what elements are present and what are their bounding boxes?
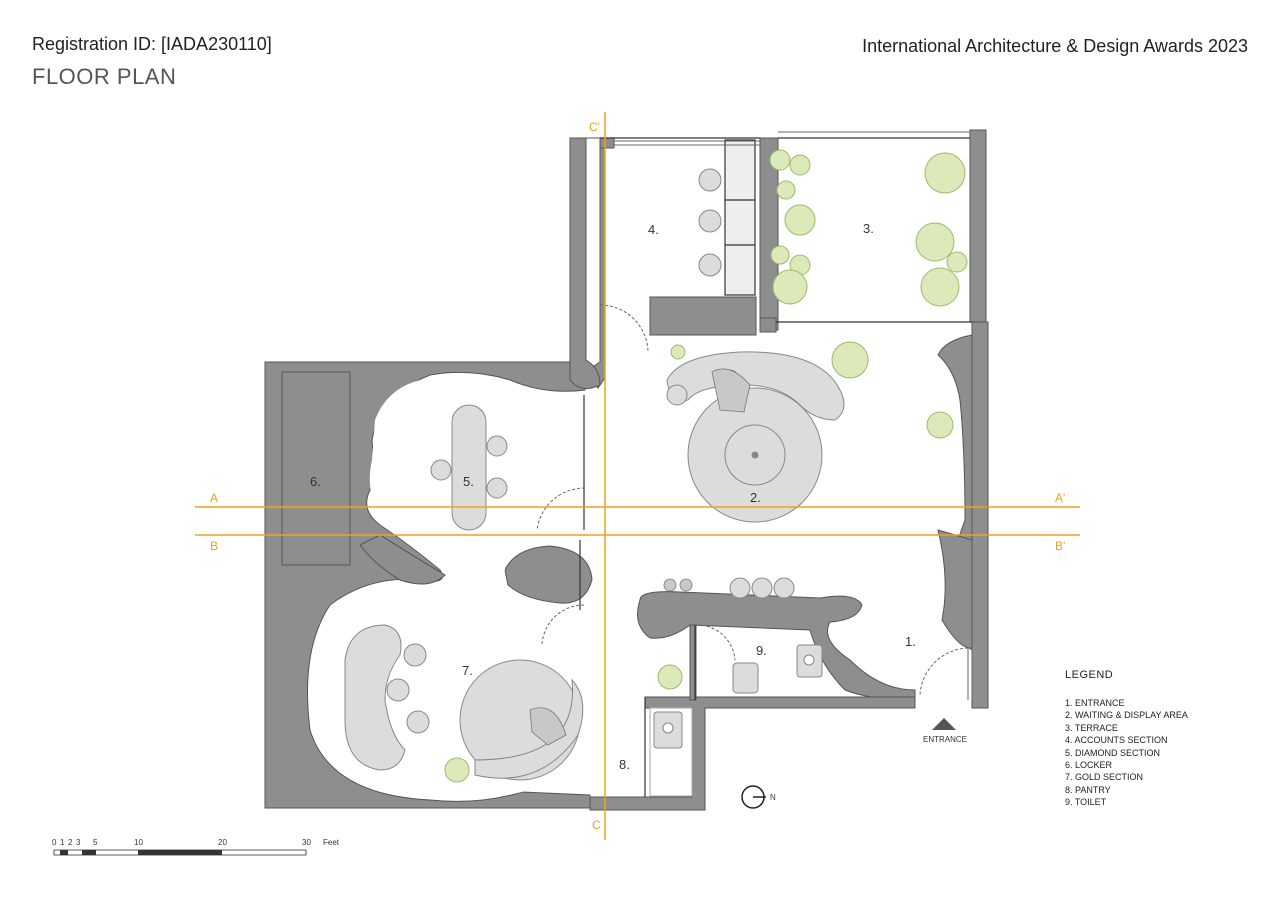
scale-tick-30: 30	[302, 838, 311, 847]
scale-tick-3: 3	[76, 838, 81, 847]
scale-tick-0: 0	[52, 838, 57, 847]
room-label-7: 7.	[462, 663, 473, 678]
room-label-6: 6.	[310, 474, 321, 489]
section-c-bottom: C	[592, 818, 601, 832]
walls	[264, 129, 989, 811]
legend-item: 7. GOLD SECTION	[1065, 772, 1144, 783]
room-label-4: 4.	[648, 222, 659, 237]
legend-item: 5. DIAMOND SECTION	[1065, 747, 1161, 758]
room-label-5: 5.	[463, 474, 474, 489]
scale-tick-10: 10	[134, 838, 143, 847]
door-swings	[536, 304, 969, 696]
floor-plan-title: FLOOR PLAN	[32, 64, 177, 89]
room-label-3: 3.	[863, 221, 874, 236]
legend-item: 3. TERRACE	[1065, 722, 1118, 733]
scale-tick-20: 20	[218, 838, 227, 847]
section-c-top: C'	[589, 120, 600, 134]
legend-list: 1. ENTRANCE 2. WAITING & DISPLAY AREA 3.…	[1065, 697, 1188, 809]
legend-title: LEGEND	[1065, 669, 1114, 681]
scale-tick-1: 1	[60, 838, 65, 847]
section-a-left: A	[210, 491, 218, 505]
scale-tick-5: 5	[93, 838, 98, 847]
legend-item: 8. PANTRY	[1065, 784, 1111, 795]
room-label-1: 1.	[905, 634, 916, 649]
legend-item: 1. ENTRANCE	[1065, 698, 1125, 708]
scale-tick-2: 2	[68, 838, 73, 847]
section-b-left: B	[210, 539, 218, 553]
registration-id: Registration ID: [IADA230110]	[32, 34, 272, 54]
scale-bar	[53, 849, 307, 856]
legend-item: 4. ACCOUNTS SECTION	[1065, 735, 1168, 746]
entrance-label: ENTRANCE	[923, 735, 967, 744]
furniture	[344, 168, 845, 797]
north-label: N	[770, 793, 776, 802]
partitions	[579, 137, 972, 797]
plants	[444, 149, 968, 783]
award-title: International Architecture & Design Awar…	[862, 36, 1248, 56]
people	[529, 368, 751, 746]
legend-item: 6. LOCKER	[1065, 760, 1113, 771]
section-b-right: B'	[1055, 539, 1065, 553]
legend-item: 9. TOILET	[1065, 797, 1107, 808]
room-label-9: 9.	[756, 643, 767, 658]
windows	[614, 131, 973, 700]
room-label-8: 8.	[619, 757, 630, 772]
section-a-right: A'	[1055, 491, 1065, 505]
scale-unit: Feet	[323, 838, 340, 847]
entrance-arrow-icon	[932, 718, 956, 730]
room-label-2: 2.	[750, 490, 761, 505]
legend-item: 2. WAITING & DISPLAY AREA	[1065, 710, 1188, 721]
section-lines	[195, 112, 1080, 840]
